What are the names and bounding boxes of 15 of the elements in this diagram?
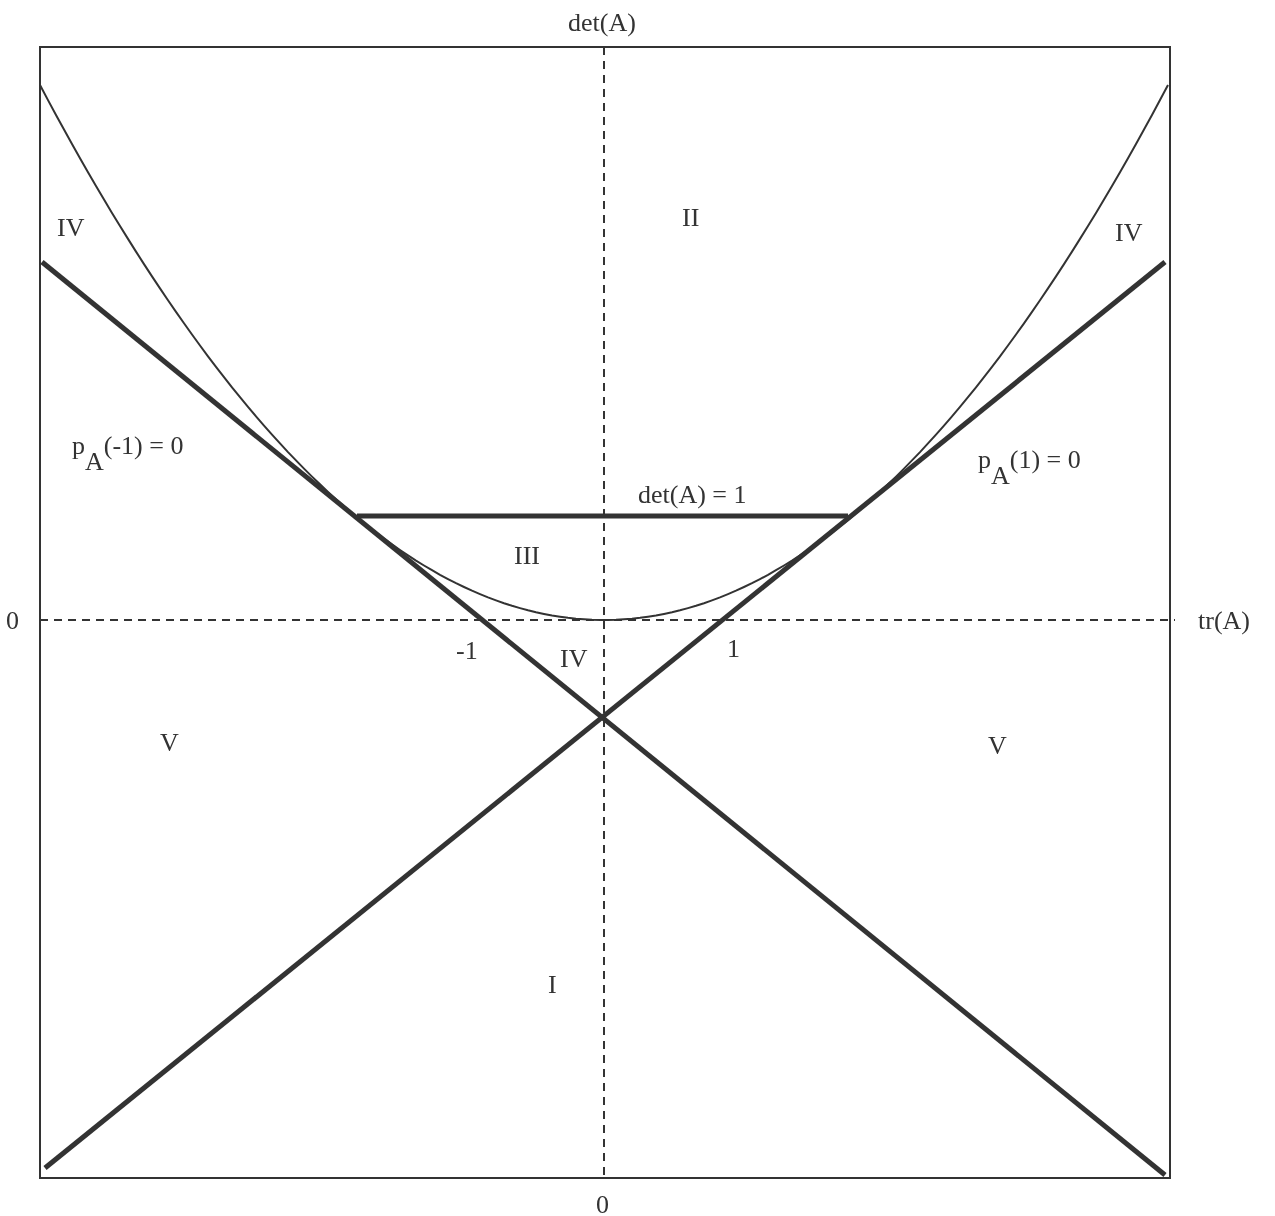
region-label: IV — [1115, 220, 1143, 246]
tick-label: -1 — [456, 638, 478, 664]
axis-label: det(A) — [568, 10, 636, 36]
region-label: V — [160, 730, 179, 756]
region-label: III — [514, 543, 540, 569]
tick-label: 1 — [727, 636, 740, 662]
tick-label: 0 — [6, 608, 19, 634]
region-label: IV — [560, 646, 588, 672]
axis-label: tr(A) — [1198, 608, 1250, 634]
tick-label: 0 — [596, 1192, 609, 1216]
region-label: I — [548, 972, 557, 998]
region-label: II — [682, 205, 700, 231]
region-label: IV — [57, 215, 85, 241]
line-label: det(A) = 1 — [638, 482, 747, 508]
region-label: V — [988, 733, 1007, 759]
